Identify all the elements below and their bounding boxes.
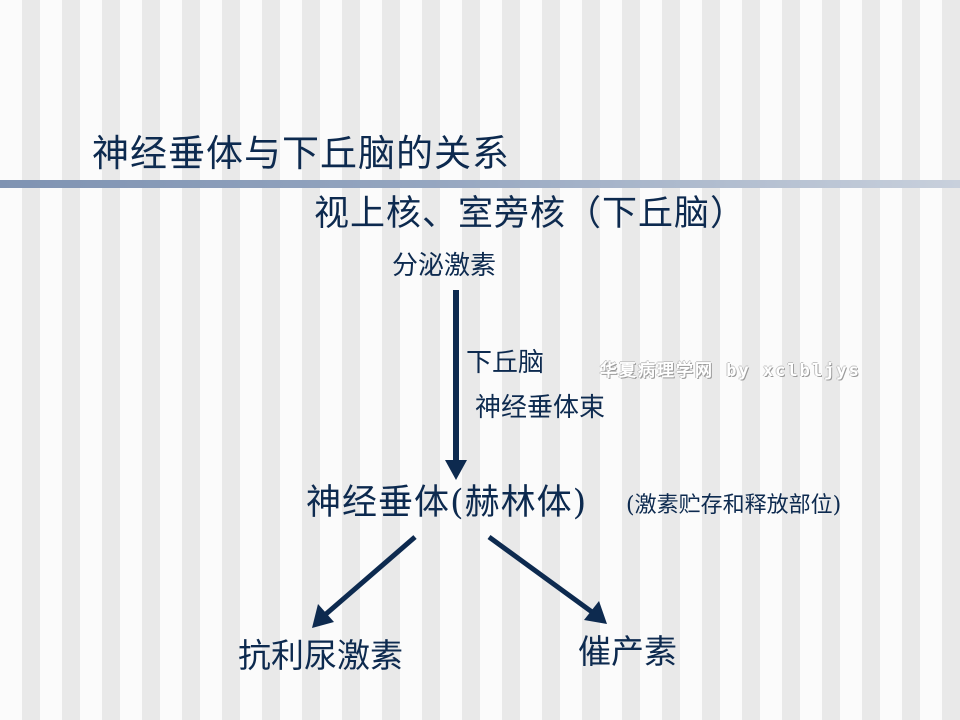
node-antidiuretic-hormone: 抗利尿激素	[238, 636, 403, 675]
arrow-down-left-icon	[312, 535, 417, 628]
label-tract-line1: 下丘脑	[466, 348, 545, 378]
arrow-down-icon	[445, 290, 467, 480]
label-storage-release-note: (激素贮存和释放部位)	[626, 493, 842, 518]
title-underline-bar	[0, 180, 960, 188]
label-secrete-hormone: 分泌激素	[392, 251, 497, 281]
watermark: 华夏病理学网 by xclbljys	[600, 361, 861, 381]
label-tract-line2: 神经垂体束	[475, 393, 606, 423]
node-supraoptic-paraventricular: 视上核、室旁核（下丘脑）	[314, 194, 747, 234]
node-oxytocin: 催产素	[578, 632, 677, 671]
node-neurohypophysis: 神经垂体(赫林体)	[306, 483, 588, 523]
slide-title: 神经垂体与下丘脑的关系	[92, 132, 510, 175]
arrow-down-right-icon	[487, 534, 607, 624]
